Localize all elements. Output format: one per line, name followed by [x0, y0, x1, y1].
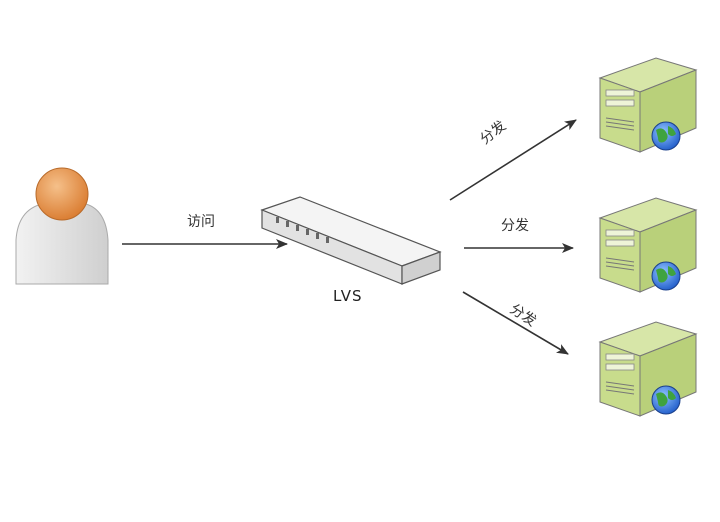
edge-label-dispatch-mid: 分发	[501, 218, 529, 234]
edge-dispatch-down-arrow	[462, 291, 569, 355]
server-icon-1	[599, 57, 697, 153]
edge-label-access: 访问	[187, 214, 215, 230]
edge-dispatch-up-arrow	[449, 119, 577, 201]
lvs-label: LVS	[333, 287, 363, 305]
server-icon-3	[599, 321, 697, 417]
user-icon	[15, 167, 109, 285]
server-icon-2	[599, 197, 697, 293]
lvs-switch-icon	[260, 196, 442, 285]
